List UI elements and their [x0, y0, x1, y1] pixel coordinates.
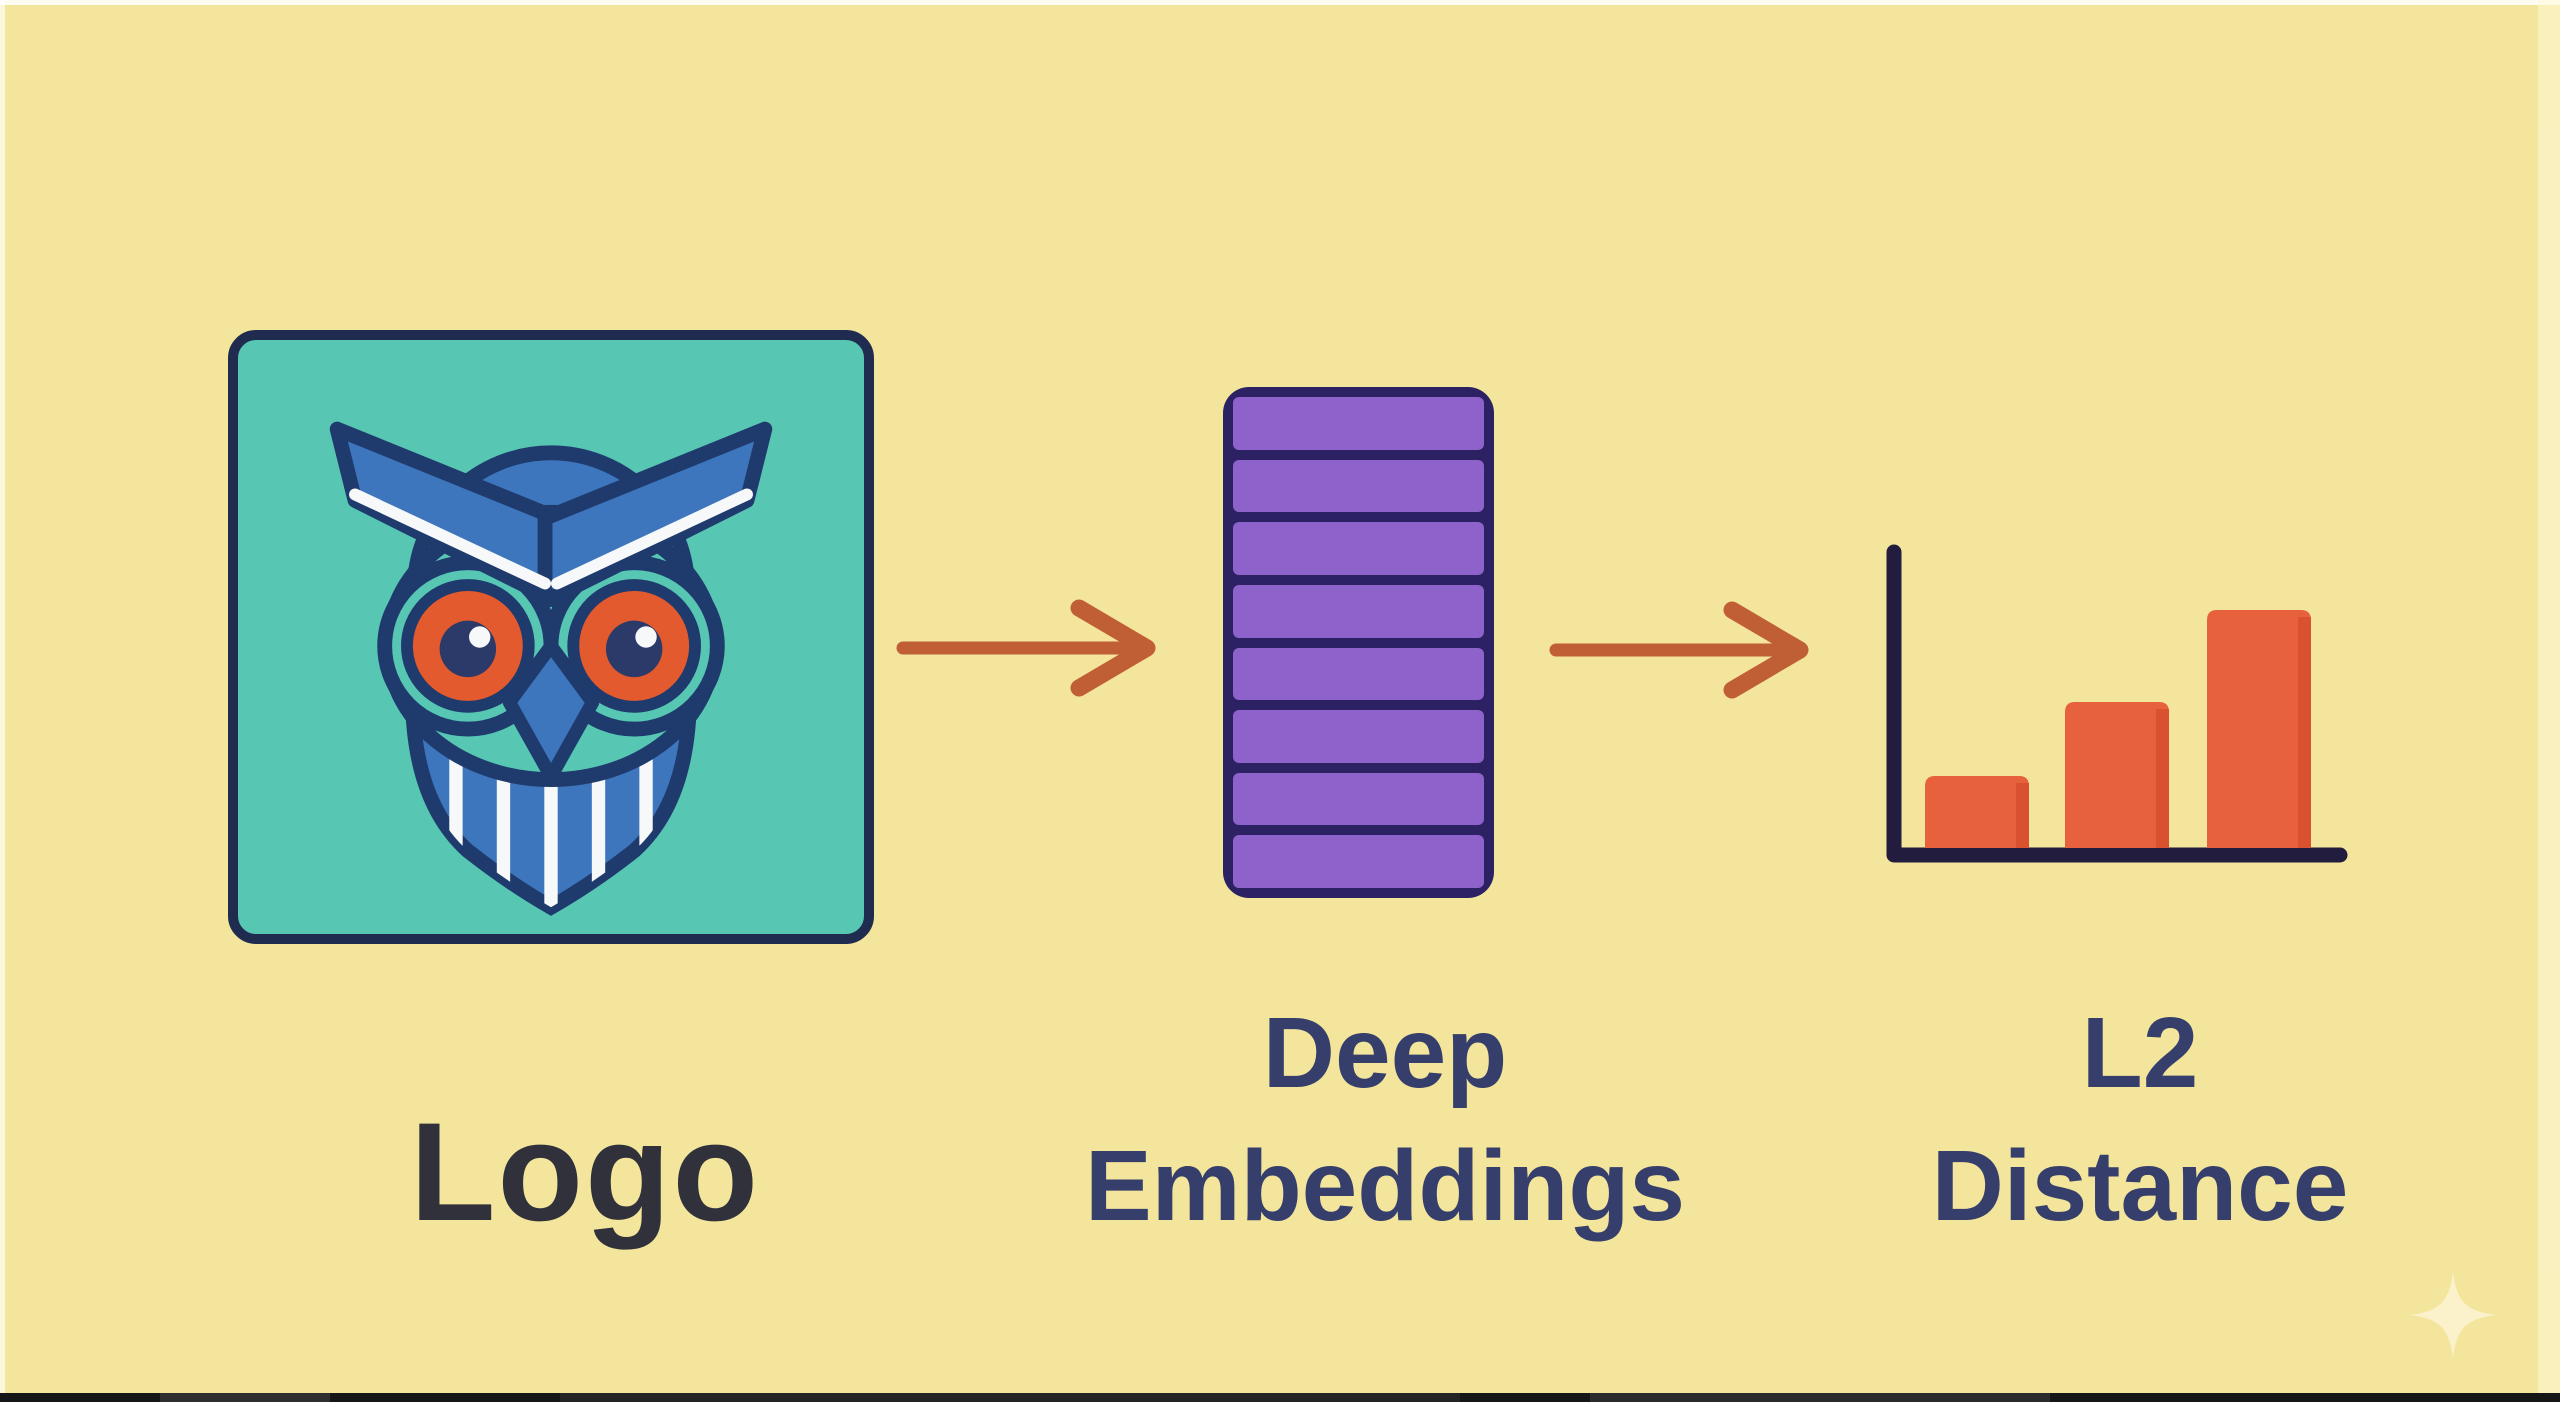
embedding-cell: [1233, 522, 1484, 575]
owl-logo-icon: [329, 421, 773, 916]
embedding-cell: [1233, 584, 1484, 638]
progress-segment: [1590, 1393, 2050, 1402]
frame-edge-left: [0, 0, 5, 1402]
embedding-cell: [1233, 710, 1484, 763]
owl-eye-right: [543, 555, 725, 737]
flow-arrow-2-icon: [1549, 601, 1809, 699]
owl-eye-left: [377, 555, 559, 737]
l2-caption-line1: L2: [2081, 997, 2199, 1109]
frame-edge-right: [2538, 0, 2560, 1402]
bar-chart-icon: [1886, 544, 2348, 863]
chart-bar-shade: [2298, 617, 2311, 848]
chart-bar: [2065, 702, 2169, 848]
flow-arrow-1-icon: [896, 599, 1156, 697]
sparkle-icon: [2410, 1272, 2496, 1358]
chart-bar-shade: [2016, 783, 2029, 848]
l2-caption-line2: Distance: [1931, 1130, 2349, 1242]
owl-brows: [329, 421, 773, 609]
owl-beak: [502, 639, 600, 784]
l2-distance-caption: L2 Distance: [1890, 987, 2390, 1253]
embedding-cell: [1233, 647, 1484, 701]
embeddings-caption-line1: Deep: [1262, 997, 1508, 1109]
embedding-cell: [1233, 835, 1484, 888]
progress-segment: [160, 1393, 330, 1402]
chart-bar-shade: [2156, 709, 2169, 848]
embedding-cell: [1233, 772, 1484, 826]
bottom-progress-bar[interactable]: [0, 1393, 2560, 1402]
embedding-cell: [1233, 459, 1484, 513]
embedding-vector-icon: [1223, 387, 1494, 898]
chart-bar: [2207, 610, 2311, 848]
frame-edge-top: [0, 0, 2560, 5]
embeddings-caption-line2: Embeddings: [1084, 1130, 1686, 1242]
embeddings-caption: Deep Embeddings: [1035, 987, 1735, 1253]
embedding-cell: [1233, 397, 1484, 450]
chart-bar: [1925, 776, 2029, 848]
logo-image-box: [228, 330, 874, 944]
chart-axes: [1886, 544, 2348, 863]
progress-segment: [560, 1393, 1460, 1402]
logo-caption: Logo: [409, 1093, 761, 1250]
chart-bars: [1925, 610, 2311, 848]
